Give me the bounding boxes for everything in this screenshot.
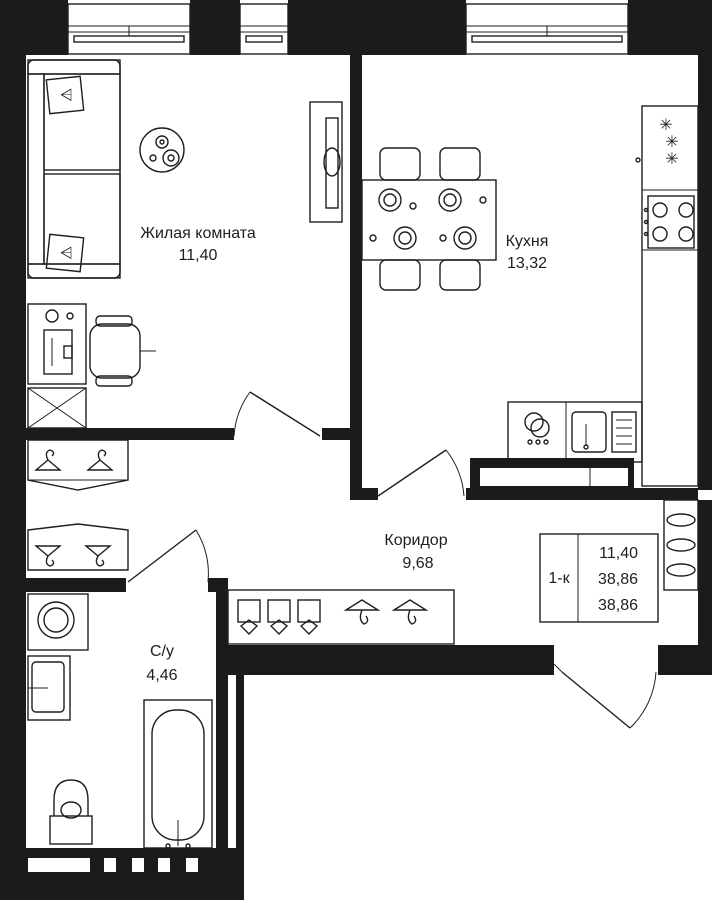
room-label-corridor: Коридор 9,68 [384, 532, 447, 572]
sink-icon [27, 655, 71, 721]
room-area-living: 11,40 [179, 247, 218, 264]
summary-type: 1-к [548, 570, 570, 587]
room-name-kitchen: Кухня [506, 233, 549, 250]
room-name-living: Жилая комната [140, 225, 256, 242]
washing-machine-icon [27, 593, 89, 651]
summary-living-area: 11,40 [599, 545, 638, 562]
hanger-icon [343, 599, 429, 625]
room-area-bathroom: 4,46 [146, 667, 177, 684]
room-name-bathroom: С/у [150, 643, 174, 660]
dishwasher-icon [524, 412, 550, 445]
hanger-icon [34, 449, 114, 471]
svg-text:✳: ✳ [665, 151, 678, 168]
room-name-corridor: Коридор [384, 532, 447, 549]
wardrobe-icon [27, 523, 129, 571]
door-icon [377, 449, 465, 497]
room-area-kitchen: 13,32 [507, 255, 547, 272]
svg-text:✳: ✳ [665, 134, 678, 151]
wardrobe-icon [27, 387, 87, 429]
desk-icon [27, 303, 87, 385]
toilet-icon [49, 779, 93, 845]
table-icon [361, 147, 497, 291]
table-icon [139, 127, 185, 173]
room-area-corridor: 9,68 [402, 555, 433, 572]
sink-icon [571, 411, 637, 453]
room-label-living: Жилая комната 11,40 [140, 225, 256, 264]
shoe-rack-icon [663, 499, 699, 591]
summary-total-area-2: 38,86 [598, 597, 638, 614]
tv-icon [309, 101, 343, 223]
window-icon [465, 3, 629, 55]
wardrobe-icon [27, 439, 129, 491]
door-icon [233, 391, 321, 437]
bottom-window-icon [28, 858, 198, 872]
wardrobe-icon [227, 589, 455, 645]
svg-text:⩤: ⩤ [60, 87, 73, 104]
bathtub-icon [143, 699, 213, 849]
balcony-ledge [470, 458, 634, 492]
stove-icon [643, 195, 695, 249]
door-icon [127, 529, 209, 583]
room-label-kitchen: Кухня 13,32 [506, 233, 549, 272]
summary-box: 1-к 11,40 38,86 38,86 [539, 533, 659, 623]
window-icon [239, 3, 289, 55]
window-icon [67, 3, 191, 55]
door-icon [553, 663, 657, 729]
summary-total-area: 38,86 [598, 571, 638, 588]
svg-text:⩤: ⩤ [60, 245, 73, 262]
sofa-icon: ⩤ ⩤ [27, 59, 121, 279]
room-label-bathroom: С/у 4,46 [146, 643, 177, 684]
svg-text:✳: ✳ [659, 117, 672, 134]
hanger-icon [34, 545, 112, 567]
chair-icon [89, 315, 156, 387]
hood-icon: ✳ ✳ ✳ [659, 117, 678, 168]
